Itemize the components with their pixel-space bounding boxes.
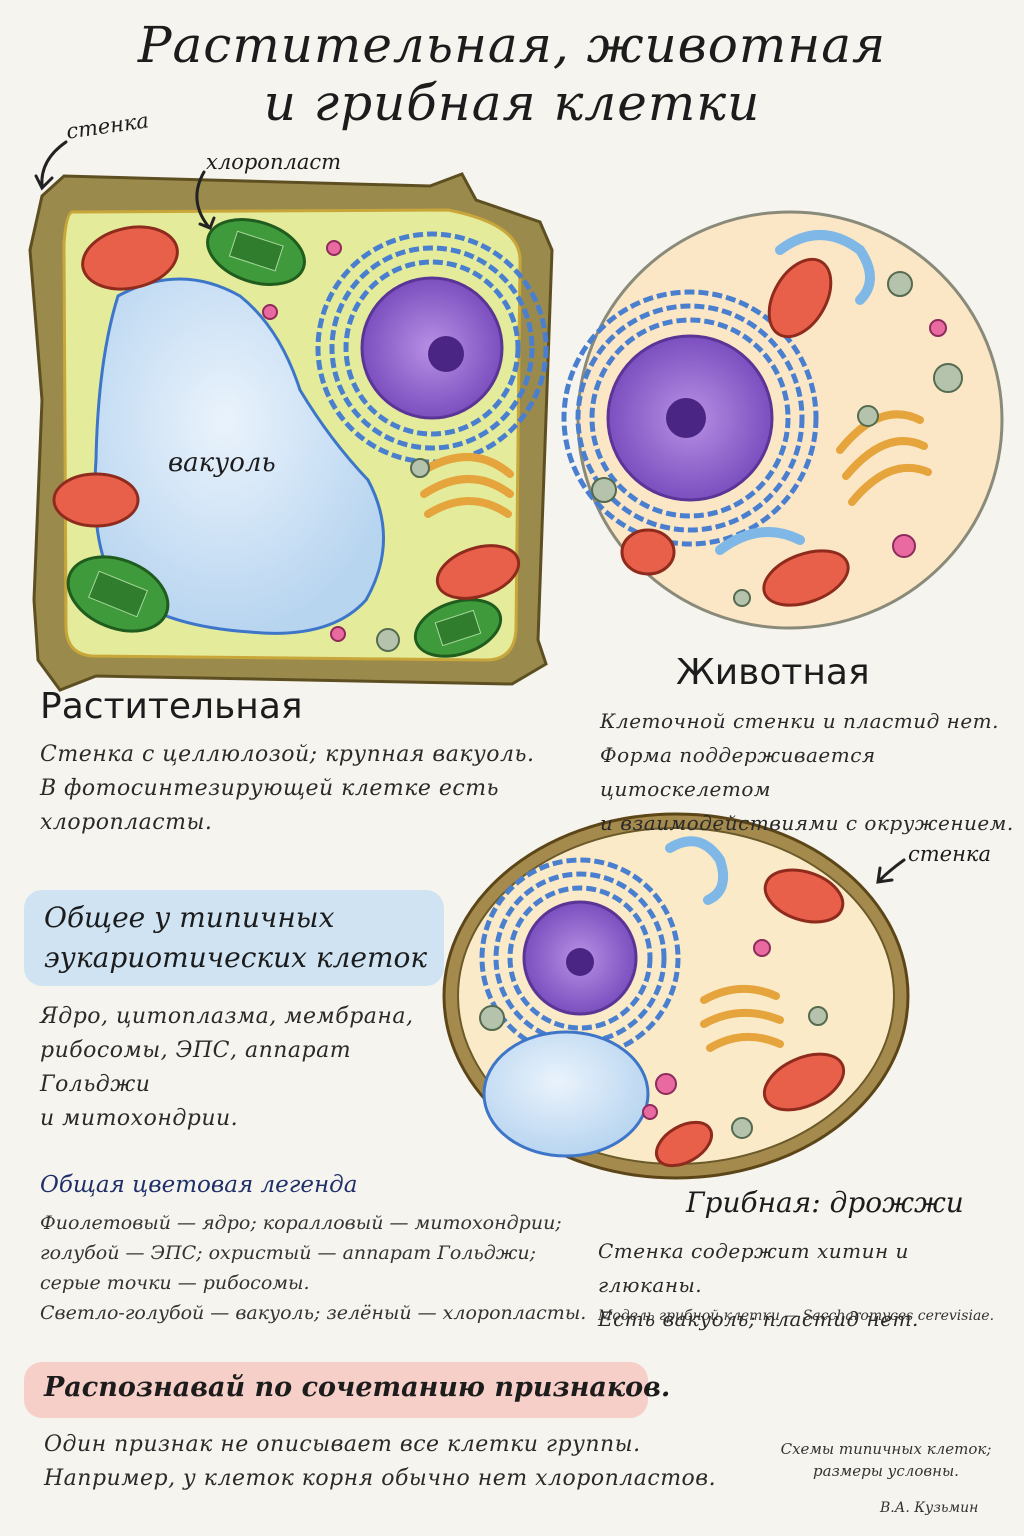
legend-line-1: Фиолетовый — ядро; коралловый — митохонд… [40,1212,562,1234]
animal-vesicles [591,271,963,607]
common-description: Ядро, цитоплазма, мембрана, рибосомы, ЭП… [40,1000,460,1136]
fungal-nucleolus [566,948,594,976]
recognize-line-2: Например, у клеток корня обычно нет хлор… [44,1466,717,1491]
plant-er [315,231,549,465]
animal-mitochondria [620,257,850,607]
chloroplast-arrow [195,170,210,228]
recognize-highlight [24,1362,648,1418]
plant-line-1: Стенка с целлюлозой; крупная вакуоль. [40,742,535,767]
plant-cell [28,172,554,692]
animal-description: Клеточной стенки и пластид нет. Форма по… [600,704,1014,840]
common-highlight [24,890,444,986]
fungal-vacuole [482,1030,650,1158]
recognize-description: Один признак не описывает все клетки гру… [44,1428,724,1496]
fungal-vesicles [479,939,828,1139]
recognize-line-1: Один признак не описывает все клетки гру… [44,1432,641,1457]
animal-heading: Животная [676,652,870,693]
fungal-smooth-er [665,836,728,905]
plant-vesicles [262,240,430,652]
fungus-line-1: Стенка содержит хитин и глюканы. [598,1239,909,1297]
fungus-line-2: Есть вакуоль; пластид нет. [598,1307,919,1331]
fungal-wall-arrow [878,858,906,882]
page-title: Растительная, животная и грибная клетки [0,16,1024,132]
vacuole-label: вакуоль [168,448,276,478]
legend-description: Фиолетовый — ядро; коралловый — митохонд… [40,1208,600,1328]
recognize-heading: Распознавай по сочетанию признаков. [44,1372,671,1403]
common-heading-line-1: Общее у типичных [44,901,335,934]
plant-mitochondria [52,225,521,600]
animal-er [561,289,819,547]
chloroplast-label: хлоропласт [206,150,342,174]
plant-chloroplasts [66,218,503,658]
fungus-description: Стенка содержит хитин и глюканы. Есть ва… [598,1234,1014,1336]
plant-line-3: хлоропласты. [40,810,213,835]
animal-line-2: Форма поддерживается цитоскелетом [600,743,876,801]
footnote: Схемы типичных клеток; размеры условны. [756,1438,1016,1482]
common-heading-line-2: эукариотических клеток [44,941,428,974]
common-line-3: и митохондрии. [40,1106,239,1131]
fungus-model-note: Модель грибной клетки — Saccharomyces ce… [598,1308,995,1324]
legend-line-3: серые точки — рибосомы. [40,1272,310,1294]
common-heading: Общее у типичных эукариотических клеток [44,898,427,978]
fungus-heading: Грибная: дрожжи [686,1186,964,1219]
plant-wall-arrow [40,140,68,188]
animal-line-3: и взаимодействиями с окружением. [600,811,1014,835]
fungal-golgi [700,984,784,1052]
plant-heading: Растительная [40,686,303,727]
legend-heading: Общая цветовая легенда [40,1172,358,1198]
animal-smooth-er [715,230,875,555]
footnote-line-1: Схемы типичных клеток; [780,1440,992,1458]
fungal-cell [442,812,910,1180]
animal-cell [561,210,1004,630]
title-line-2: и грибная клетки [263,74,761,132]
animal-line-1: Клеточной стенки и пластид нет. [600,709,999,733]
chloroplast-arrowhead [198,216,216,230]
signature: В.А. Кузьмин [880,1500,979,1516]
plant-wall-arrowhead [34,174,54,191]
common-line-2: рибосомы, ЭПС, аппарат Гольджи [40,1038,352,1097]
fungal-wall-label: стенка [908,842,991,866]
fungal-wall-arrowhead [876,866,894,884]
plant-description: Стенка с целлюлозой; крупная вакуоль. В … [40,738,560,840]
legend-line-2: голубой — ЭПС; охристый — аппарат Гольдж… [40,1242,537,1264]
legend-line-4: Светло-голубой — вакуоль; зелёный — хлор… [40,1302,587,1324]
animal-golgi [836,410,932,506]
plant-line-2: В фотосинтезирующей клетке есть [40,776,500,801]
plant-nucleolus [428,336,464,372]
animal-nucleolus [666,398,706,438]
label-arrows [34,140,906,884]
footnote-line-2: размеры условны. [813,1462,959,1480]
common-line-1: Ядро, цитоплазма, мембрана, [40,1004,414,1029]
title-line-1: Растительная, животная [137,16,887,74]
fungal-mitochondria [655,868,846,1168]
